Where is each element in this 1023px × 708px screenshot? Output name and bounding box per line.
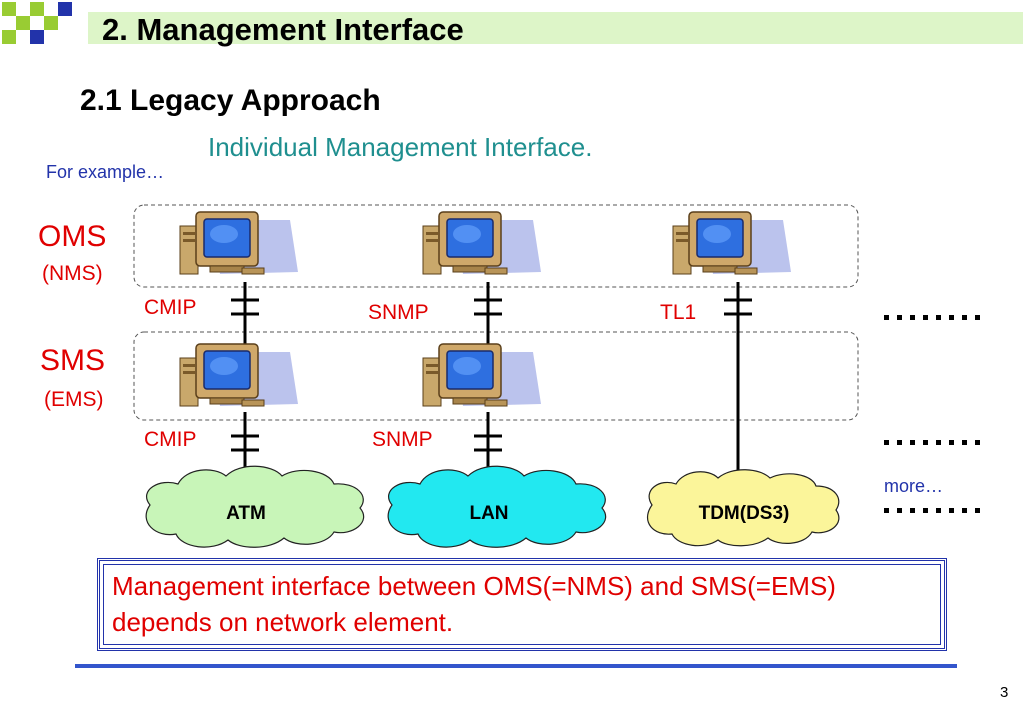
network-label-atm: ATM bbox=[226, 503, 266, 524]
cloud-lan: LAN bbox=[387, 465, 607, 548]
note-text: Management interface between OMS(=NMS) a… bbox=[112, 571, 836, 637]
oms-computer-icon bbox=[179, 211, 299, 275]
cloud-tdm: TDM(DS3) bbox=[646, 469, 840, 547]
title-bar bbox=[88, 12, 1023, 44]
sms-computer-icon bbox=[179, 343, 299, 407]
oms-computer-icon bbox=[672, 211, 792, 275]
diagram-caption: Individual Management Interface. bbox=[208, 132, 593, 162]
protocol-label: TL1 bbox=[660, 301, 697, 324]
section-subtitle: 2.1 Legacy Approach bbox=[80, 84, 381, 117]
example-label: For example… bbox=[46, 162, 165, 182]
page-number: 3 bbox=[1000, 684, 1009, 701]
tier-name-sms: SMS bbox=[40, 344, 106, 377]
slide-title: 2. Management Interface bbox=[102, 12, 464, 47]
protocol-label: SNMP bbox=[368, 301, 429, 324]
ellipsis-dots-icon bbox=[884, 508, 980, 513]
protocol-label: CMIP bbox=[144, 428, 197, 451]
sms-computer-icon bbox=[422, 343, 542, 407]
tier-alias-oms: (NMS) bbox=[42, 262, 103, 285]
logo-squares-icon bbox=[2, 2, 72, 44]
tier-name-oms: OMS bbox=[38, 220, 107, 253]
protocol-label: SNMP bbox=[372, 428, 433, 451]
more-label: more… bbox=[884, 476, 944, 496]
ellipsis-dots-icon bbox=[884, 440, 980, 445]
oms-tier-box bbox=[133, 204, 859, 288]
network-label-tdm: TDM(DS3) bbox=[699, 503, 790, 524]
bottom-rule bbox=[75, 664, 957, 668]
oms-computer-icon bbox=[422, 211, 542, 275]
tier-alias-sms: (EMS) bbox=[44, 388, 104, 411]
protocol-label: CMIP bbox=[144, 296, 197, 319]
ellipsis-dots-icon bbox=[884, 315, 980, 320]
sms-tier-box bbox=[133, 331, 859, 421]
cloud-atm: ATM bbox=[145, 465, 365, 548]
note-box bbox=[97, 558, 947, 651]
network-label-lan: LAN bbox=[469, 503, 508, 524]
